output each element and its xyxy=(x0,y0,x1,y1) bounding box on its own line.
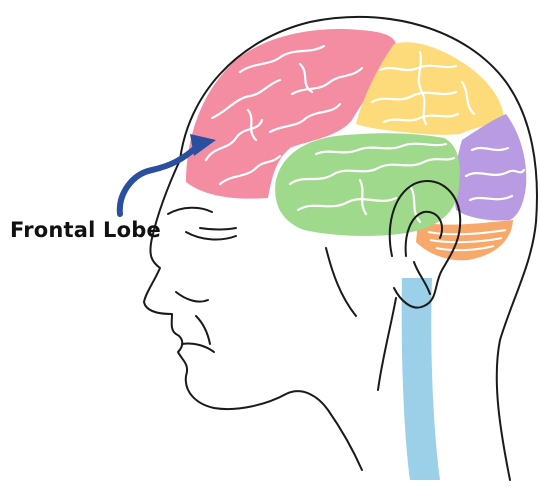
frontal-lobe-label: Frontal Lobe xyxy=(10,218,161,242)
spinal-cord xyxy=(402,278,440,480)
